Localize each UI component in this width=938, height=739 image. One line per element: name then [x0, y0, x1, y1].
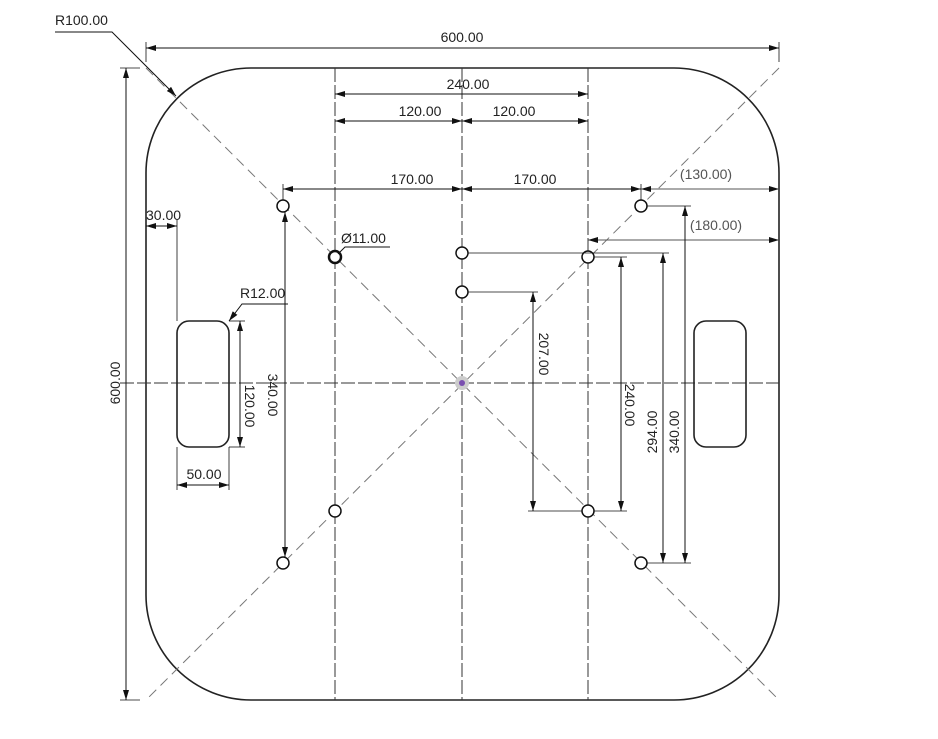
dim-inner-span: 240.00 [447, 76, 490, 92]
dim-half-span-left: 120.00 [399, 103, 442, 119]
hole [581, 504, 595, 518]
slot-left [176, 320, 230, 448]
dim-outer-hole-right: 170.00 [514, 171, 557, 187]
hole [634, 199, 648, 213]
dim-slot-offset: 30.00 [146, 207, 181, 223]
dim-ref-180: (180.00) [690, 217, 742, 233]
dim-hole-diameter: Ø11.00 [341, 230, 386, 246]
hole [455, 285, 469, 299]
dim-inner-hole-vertical: 240.00 [622, 384, 638, 427]
dim-overall-width: 600.00 [441, 29, 484, 45]
slot-right [693, 320, 747, 448]
center-lines [120, 67, 780, 701]
dim-slot-width: 50.00 [186, 466, 221, 482]
hole [455, 246, 469, 260]
dim-slot-height: 120.00 [242, 385, 258, 428]
center-point-dot [459, 380, 465, 386]
dim-outer-hole-left: 170.00 [391, 171, 434, 187]
holes [276, 199, 648, 570]
dim-mid-vertical: 294.00 [644, 410, 660, 453]
dim-ref-130: (130.00) [680, 166, 732, 182]
dimension-lines [55, 31, 780, 701]
dim-half-span-right: 120.00 [493, 103, 536, 119]
dim-outer-hole-vertical-left: 340.00 [265, 374, 281, 417]
plate-outline [145, 67, 780, 701]
hole [276, 199, 290, 213]
hole [634, 556, 648, 570]
hole [276, 556, 290, 570]
dim-corner-radius: R100.00 [55, 12, 108, 28]
dim-outer-hole-vertical-right: 340.00 [666, 410, 682, 453]
dim-center-hole-vertical: 207.00 [536, 333, 552, 376]
dim-overall-height: 600.00 [107, 361, 123, 404]
dim-slot-radius: R12.00 [240, 285, 285, 301]
hole [328, 504, 342, 518]
